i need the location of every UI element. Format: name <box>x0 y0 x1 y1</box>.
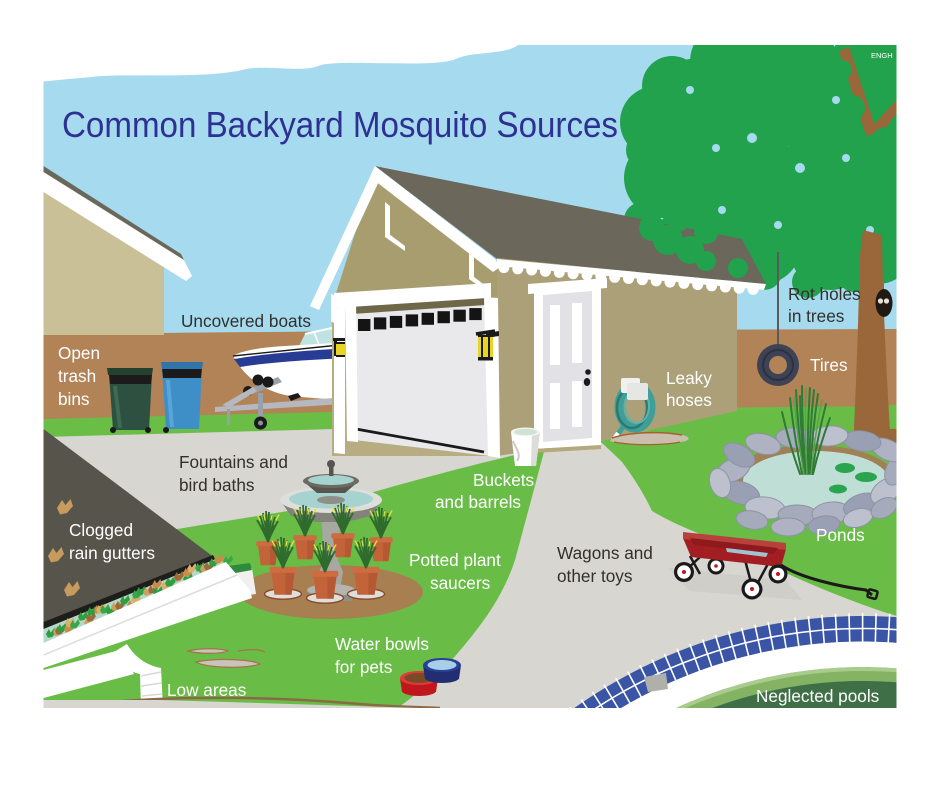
svg-text:Leaky: Leaky <box>666 368 712 388</box>
svg-text:in trees: in trees <box>788 306 844 326</box>
svg-text:Neglected pools: Neglected pools <box>756 686 879 706</box>
svg-text:Potted plant: Potted plant <box>409 550 501 570</box>
svg-text:bird baths: bird baths <box>179 475 254 495</box>
svg-text:Clogged: Clogged <box>69 520 133 540</box>
svg-text:Buckets: Buckets <box>473 470 534 490</box>
svg-text:Wagons and: Wagons and <box>557 543 653 563</box>
svg-text:saucers: saucers <box>430 573 490 593</box>
svg-text:Water bowls: Water bowls <box>335 634 429 654</box>
svg-text:bins: bins <box>58 389 90 409</box>
svg-text:ENGH: ENGH <box>871 51 893 60</box>
svg-text:hoses: hoses <box>666 390 712 410</box>
svg-text:and barrels: and barrels <box>435 492 521 512</box>
svg-text:Tires: Tires <box>810 355 848 375</box>
svg-text:Rot holes: Rot holes <box>788 284 861 304</box>
svg-text:other toys: other toys <box>557 566 632 586</box>
svg-text:for pets: for pets <box>335 657 392 677</box>
svg-text:Common Backyard Mosquito Sourc: Common Backyard Mosquito Sources <box>62 104 618 145</box>
svg-text:Uncovered boats: Uncovered boats <box>181 311 311 331</box>
svg-text:trash: trash <box>58 366 96 386</box>
svg-text:Ponds: Ponds <box>816 525 865 545</box>
svg-text:Fountains and: Fountains and <box>179 452 288 472</box>
svg-text:Low areas: Low areas <box>167 680 246 700</box>
svg-text:rain gutters: rain gutters <box>69 543 155 563</box>
svg-text:Open: Open <box>58 343 100 363</box>
